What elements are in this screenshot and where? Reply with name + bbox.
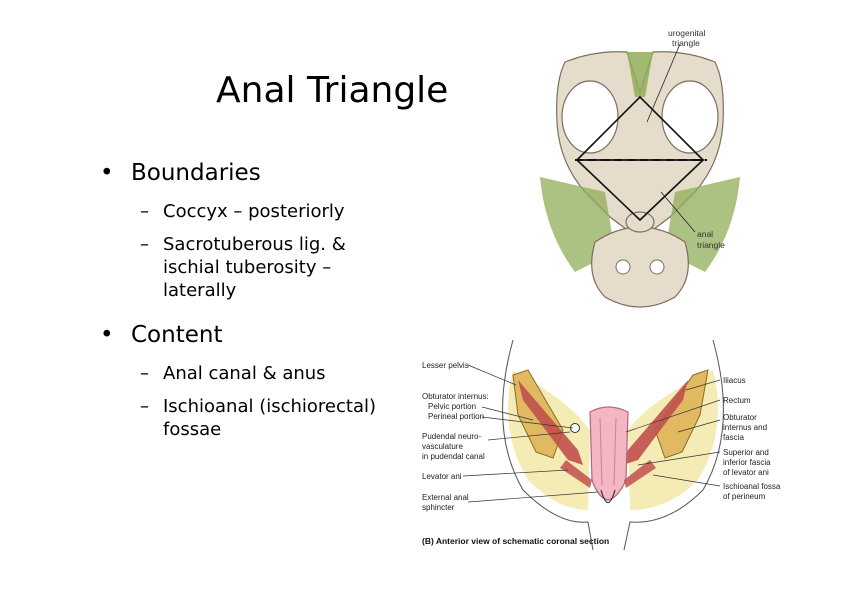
label-iliacus: Iliacus (723, 376, 746, 385)
perineum-diagram: urogenital triangle anal triangle (540, 28, 740, 308)
obturator-foramen-left (561, 80, 619, 154)
label-ext-sphincter-2: sphincter (422, 503, 455, 512)
label-obturator-internus: Obturator internus: (422, 392, 489, 401)
coronal-section-diagram: Lesser pelvis Obturator internus: Pelvic… (422, 340, 781, 551)
label-levator-ani: Levator ani (422, 472, 462, 481)
label-ext-sphincter-1: External anal (422, 493, 469, 502)
sub-bullet-anal-canal: Anal canal & anus (100, 362, 400, 385)
label-fascia-2: inferior fascia (723, 458, 771, 467)
label-pudendal-1: Pudendal neuro- (422, 432, 481, 441)
label-obturator-3: fascia (723, 433, 744, 442)
label-anal-2: triangle (697, 240, 725, 250)
obturator-left (518, 380, 583, 465)
anus (600, 489, 616, 504)
bullet-list: Boundaries Coccyx – posteriorly Sacrotub… (100, 158, 400, 441)
bullet-content: Content (100, 320, 400, 350)
label-pudendal-3: in pudendal canal (422, 452, 485, 461)
label-rectum: Rectum (723, 396, 751, 405)
label-lesser-pelvis: Lesser pelvis (422, 361, 469, 370)
ligament-upper (627, 52, 653, 97)
label-fascia-1: Superior and (723, 448, 769, 457)
label-fossa-2: of perineum (723, 492, 766, 501)
body-outline (502, 340, 724, 551)
sacrum (591, 226, 689, 308)
label-urogenital-1: urogenital (668, 28, 705, 38)
levator-ani-left (560, 460, 592, 488)
label-obturator-2: internus and (723, 423, 767, 432)
label-pudendal-2: vasculature (422, 442, 463, 451)
sub-bullet-coccyx: Coccyx – posteriorly (100, 200, 400, 223)
label-urogenital-2: triangle (672, 38, 700, 48)
figure-caption: (B) Anterior view of schematic coronal s… (422, 536, 609, 546)
sub-bullet-sacrotuberous: Sacrotuberous lig. & ischial tuberosity … (100, 233, 400, 302)
obturator-right (623, 380, 688, 465)
slide-title: Anal Triangle (216, 70, 449, 111)
obturator-foramen-right (661, 80, 719, 154)
coccyx (625, 211, 655, 233)
rectum (589, 406, 629, 501)
label-pelvic-portion: Pelvic portion (428, 402, 476, 411)
label-anal-1: anal (697, 229, 713, 239)
label-fascia-3: of levator ani (723, 468, 769, 477)
label-obturator-1: Obturator (723, 413, 757, 422)
label-fossa-1: Ischioanal fossa (723, 482, 781, 491)
bullet-boundaries: Boundaries (100, 158, 400, 188)
label-perineal-portion: Perineal portion (428, 412, 484, 421)
levator-ani-right (624, 460, 656, 488)
sub-bullet-ischioanal: Ischioanal (ischiorectal) fossae (100, 395, 400, 441)
